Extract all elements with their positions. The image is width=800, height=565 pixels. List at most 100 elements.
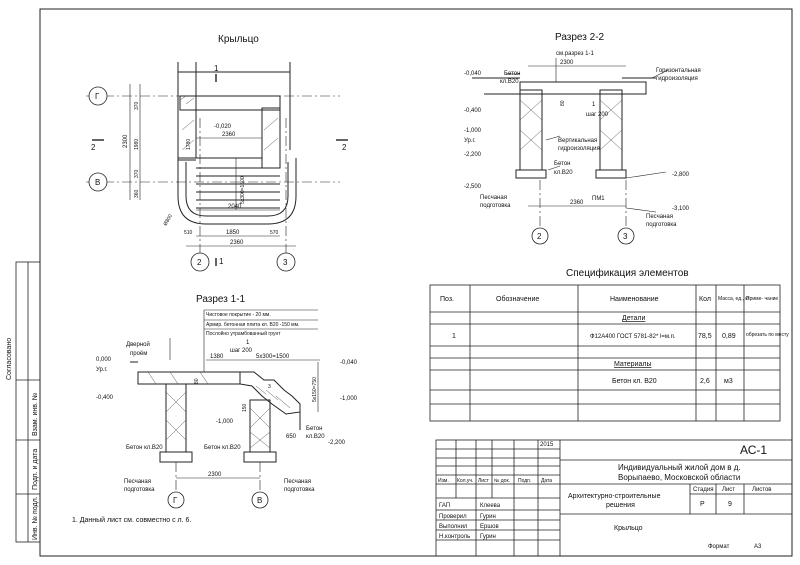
section11-level-0000: 0,000 [96,357,112,363]
spec-group-materials: Материалы [614,361,651,368]
spec-row1-qty: 78,5 [698,333,712,340]
stamp-sheet-head: Лист [722,487,735,493]
section11-axis-v: В [257,496,262,505]
plan-section-mark-2b: 2 [342,143,347,152]
side-stamp-replace: Взам. инв. № [32,393,39,436]
section22-axis-3: 3 [623,232,628,241]
stamp-code: АС-1 [740,443,767,457]
spec-row2-qty: 2,6 [700,378,710,385]
section22-level-2200: -2,200 [464,152,482,158]
plan-dim-370a: 370 [134,101,140,110]
section22-gidro-h: Горизонтальная [656,68,701,74]
section22-level-0400: -0,400 [464,108,482,114]
stamp-section: Архитектурно-строительные [568,493,661,500]
plan-level: -0,020 [214,124,232,130]
plan-axis-2: 2 [197,258,202,267]
section22-axis-2: 2 [537,232,542,241]
section-2-2: Разрез 2-2 см.разрез 1-1 [464,32,701,245]
stamp-stage: Р [700,501,705,508]
section22-beton-mid2: кл.В20 [554,170,573,176]
stamp-name-check: Гурин [480,514,496,520]
plan-dim-370b: 370 [134,169,140,178]
spec-row1-name: Ф12А400 ГОСТ 5781-82* l=м.п. [590,334,676,340]
stamp-col-koluch: Кол.уч. [457,478,473,484]
plan-axis-v: В [95,178,100,187]
stamp-drawing: Крыльцо [614,525,643,532]
section11-dim-2300: 2300 [208,472,222,478]
section11-pesch-r: Песчаная [284,479,311,485]
stamp-role-check: Проверил [439,514,467,520]
stamp-name-made: Ершов [480,524,499,530]
stamp-role-gap: ГАП [439,503,450,509]
section11-dim-5x150: 5x150=750 [312,377,318,402]
section22-pesch-r: Песчаная [646,214,673,220]
section11-opening2: проём [130,351,147,357]
section-1-1: Разрез 1-1 Чистовое покрытие - 20 мм. Ар… [96,294,358,509]
section11-layer-1: Чистовое покрытие - 20 мм. [206,312,271,318]
section11-layer-3: Послойно утрамбованный грунт [206,330,281,337]
section11-layer-2: Армир. бетонная плита кл. В20 -150 мм. [206,322,299,328]
spec-head-name: Наименование [610,296,659,303]
side-stamp-sign: Подп. и дата [32,449,39,490]
plan-dim-1780: 1780 [186,139,192,150]
section11-level-0040: -0,040 [340,360,358,366]
section11-dim-1380: 1380 [210,354,224,360]
stamp-name-gap: Клеева [480,503,501,509]
stamp-col-list: Лист [478,478,490,484]
plan-axis-g: Г [95,92,100,101]
section11-opening: Дверной [126,341,150,348]
plan-view: Крыльцо [86,34,348,272]
section22-pesch-r2: подготовка [646,222,677,228]
stamp-project-1: Индивидуальный жилой дом в д. [618,463,741,472]
section11-dim-3: 3 [268,384,271,390]
side-stamp-inv: Инв. № подл. [32,496,39,540]
section22-pesch-l2: подготовка [480,203,511,209]
section11-pesch-l2: подготовка [124,487,155,493]
section11-level-2200: -2,200 [328,440,346,446]
plan-axis-3: 3 [283,258,288,267]
section11-pesch-l: Песчаная [124,479,151,485]
spec-row1-mass: 0,89 [722,333,736,340]
spec-head-des: Обозначение [496,295,539,303]
section11-pesch-r2: подготовка [284,487,315,493]
plan-dim-5x300: 5x300=1500 [240,176,246,204]
spec-head-qty: Кол [699,296,711,303]
section11-ur-g: Ур.г. [96,367,108,373]
section11-beton-r2: кл.В20 [306,434,325,440]
spec-head-note: Приме- чание [746,296,778,302]
section22-level-2500: -2,500 [464,184,482,190]
plan-dim-1980: 1980 [134,139,140,150]
plan-dim-2360-bot: 2360 [230,240,244,246]
side-stamp-agreed: Согласовано [6,338,13,380]
plan-dim-2040: 2040 [228,204,242,210]
section22-gidro-h2: гидроизоляция [656,76,698,82]
stamp-year: 2015 [540,442,554,448]
section11-beton-r: Бетон [306,426,322,432]
plan-section-mark-1a: 1 [214,64,219,73]
section11-level-1000b: -1,000 [340,396,358,402]
plan-section-mark-1b: 1 [219,257,224,266]
stamp-project-2: Ворыпаево, Московской области [618,473,740,482]
plan-title: Крыльцо [218,34,259,45]
section22-dim-2360: 2360 [570,200,584,206]
section11-level-1000a: -1,000 [216,419,234,425]
stamp-section-2: решения [606,502,635,509]
section22-beton-mid: Бетон [554,161,570,167]
section11-dim-150: 150 [242,403,248,412]
section11-beton-m: Бетон кл.В20 [204,445,241,451]
spec-group-details: Детали [622,315,646,322]
plan-dim-510: 510 [184,230,193,236]
spec-row2-name: Бетон кл. В20 [612,378,657,385]
section22-level-0040: -0,040 [464,71,482,77]
stamp-col-izm: Изм. [438,478,449,484]
section22-pm1: ПМ1 [592,196,605,202]
section11-beton-l: Бетон кл.В20 [126,445,163,451]
stamp-col-sign: Подп. [518,478,531,484]
section22-dim-2300: 2300 [560,60,574,66]
title-block: 2015 АС-1 Индивидуальный жилой дом в д. … [435,439,793,557]
stamp-col-date: Дата [541,478,552,484]
section11-level-0400: -0,400 [96,395,114,401]
side-stamp [15,261,41,543]
spec-row1-pos: 1 [452,333,456,340]
section11-axis-g: Г [173,496,178,505]
